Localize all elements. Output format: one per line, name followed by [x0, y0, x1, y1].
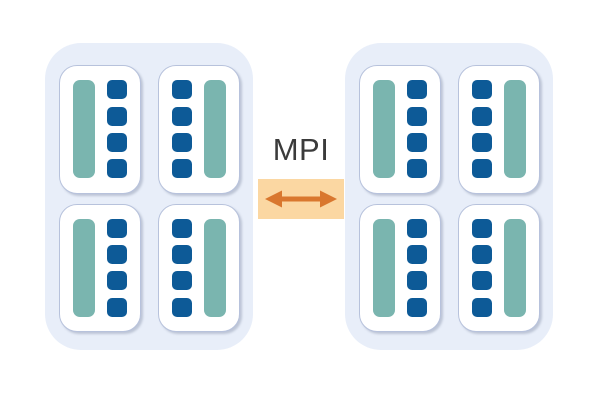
core-grid: [107, 218, 128, 317]
core-square: [171, 245, 192, 265]
core-square: [471, 218, 492, 238]
core-square: [107, 218, 128, 238]
core-square: [407, 132, 428, 152]
core-square: [107, 271, 128, 291]
core-square: [407, 245, 428, 265]
socket: [359, 65, 441, 194]
core-square: [471, 245, 492, 265]
core-square: [471, 297, 492, 317]
core-grid: [407, 80, 428, 179]
socket-bar: [372, 218, 395, 317]
socket-bar: [372, 80, 395, 179]
socket: [458, 203, 540, 332]
node-right: [345, 43, 553, 350]
core-grid: [471, 80, 492, 179]
core-square: [471, 132, 492, 152]
socket-bar: [72, 80, 95, 179]
socket-bar: [72, 218, 95, 317]
core-square: [171, 271, 192, 291]
socket-bar: [504, 80, 527, 179]
node-left: [45, 43, 253, 350]
core-grid: [171, 80, 192, 179]
core-square: [171, 159, 192, 179]
core-square: [407, 218, 428, 238]
core-square: [471, 159, 492, 179]
socket-bar: [204, 218, 227, 317]
core-square: [471, 80, 492, 100]
core-square: [407, 271, 428, 291]
core-square: [107, 245, 128, 265]
core-square: [471, 271, 492, 291]
core-square: [471, 106, 492, 126]
core-square: [107, 297, 128, 317]
socket: [158, 203, 240, 332]
socket: [458, 65, 540, 194]
core-square: [107, 80, 128, 100]
socket: [359, 203, 441, 332]
core-square: [107, 106, 128, 126]
core-square: [407, 159, 428, 179]
mpi-label: MPI: [272, 132, 330, 167]
mpi-link: [258, 179, 344, 219]
socket: [59, 65, 141, 194]
socket: [158, 65, 240, 194]
socket: [59, 203, 141, 332]
core-square: [171, 218, 192, 238]
core-square: [171, 106, 192, 126]
double-arrow-icon: [265, 190, 337, 208]
core-square: [407, 80, 428, 100]
core-square: [171, 80, 192, 100]
core-square: [171, 132, 192, 152]
core-grid: [471, 218, 492, 317]
core-square: [407, 297, 428, 317]
socket-bar: [504, 218, 527, 317]
socket-bar: [204, 80, 227, 179]
core-square: [407, 106, 428, 126]
core-square: [107, 132, 128, 152]
core-grid: [107, 80, 128, 179]
core-grid: [171, 218, 192, 317]
core-grid: [407, 218, 428, 317]
core-square: [171, 297, 192, 317]
core-square: [107, 159, 128, 179]
